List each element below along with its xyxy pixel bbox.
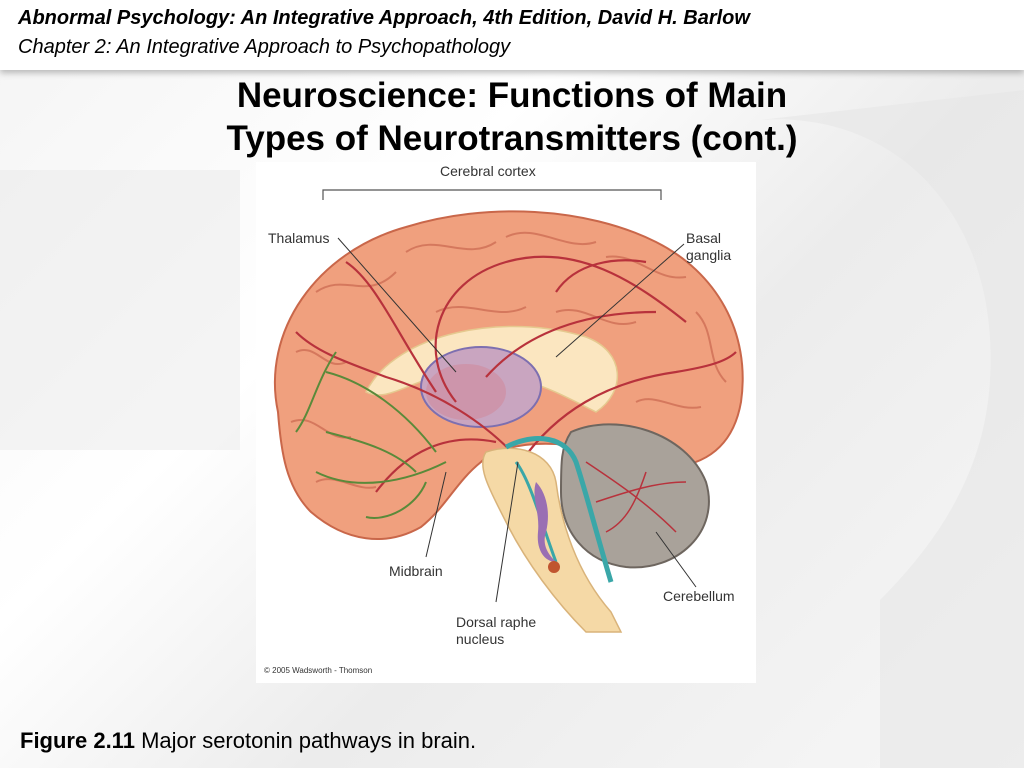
figure-caption-text: Major serotonin pathways in brain. [134,728,477,753]
label-thalamus: Thalamus [268,230,330,246]
slide-title-line-2: Types of Neurotransmitters (cont.) [226,119,798,158]
dorsal-raphe-nucleus [534,482,556,562]
label-midbrain: Midbrain [389,563,443,579]
brainstem [482,447,623,633]
label-cerebellum: Cerebellum [663,588,735,604]
label-basal-ganglia: Basal ganglia [686,230,732,263]
book-title: Abnormal Psychology: An Integrative Appr… [18,7,750,29]
label-dorsal-raphe-nucleus: Dorsal raphe nucleus [456,614,537,647]
figure-caption: Figure 2.11 Major serotonin pathways in … [20,728,476,754]
copyright-notice: © 2005 Wadsworth - Thomson [264,666,373,675]
cortex-bracket [322,189,662,200]
brain-illustration [273,189,744,633]
brain-figure: Cerebral cortex Thalamus Basal ganglia M… [256,162,756,683]
slide-title-line-1: Neuroscience: Functions of Main [236,76,788,115]
chapter-title: Chapter 2: An Integrative Approach to Ps… [18,36,511,58]
label-cerebral-cortex: Cerebral cortex [440,163,536,179]
slide-title: Neuroscience: Functions of Main Types of… [150,74,874,160]
slide-header: Abnormal Psychology: An Integrative Appr… [0,0,1024,70]
midbrain-pathway [504,436,614,583]
figure-number: Figure 2.11 [20,728,135,753]
